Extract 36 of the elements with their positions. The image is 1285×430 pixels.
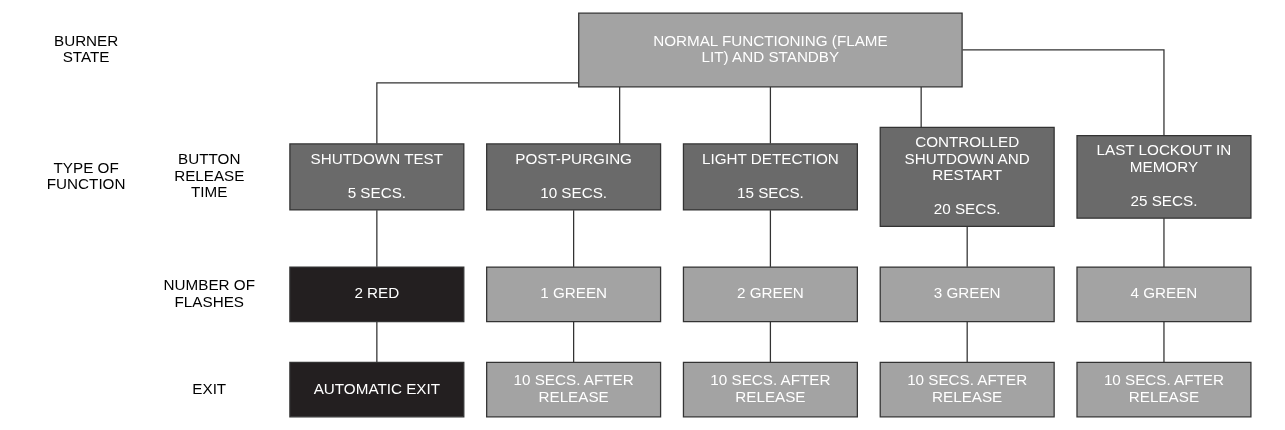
node-box: 3 GREEN — [879, 266, 1055, 323]
node-box: LAST LOCKOUT IN MEMORY 25 SECS. — [1076, 135, 1252, 219]
node-box: 4 GREEN — [1076, 266, 1252, 323]
node-box: POST-PURGING 10 SECS. — [486, 143, 662, 211]
connector — [376, 209, 378, 268]
node-box: 2 GREEN — [682, 266, 858, 323]
connector — [573, 209, 575, 268]
connector — [376, 321, 378, 363]
connector — [966, 226, 968, 268]
connector — [961, 49, 1165, 136]
connector — [769, 321, 772, 363]
node-box: CONTROLLED SHUTDOWN AND RESTART 20 SECS. — [879, 126, 1055, 228]
node-box: SHUTDOWN TEST 5 SECS. — [289, 143, 465, 211]
label: BURNER STATE — [54, 31, 119, 66]
label: TYPE OF FUNCTION — [46, 158, 126, 193]
node-box: 10 SECS. AFTER RELEASE — [879, 361, 1055, 418]
label: EXIT — [192, 379, 227, 397]
label: NUMBER OF FLASHES — [163, 276, 255, 310]
connector — [573, 321, 575, 363]
node-box: LIGHT DETECTION 15 SECS. — [682, 143, 858, 211]
node-box: 2 RED — [289, 266, 465, 323]
connector — [376, 82, 579, 145]
connector — [920, 86, 922, 128]
connector — [619, 86, 621, 145]
node-box: 10 SECS. AFTER RELEASE — [682, 361, 858, 418]
node-box: 10 SECS. AFTER RELEASE — [486, 361, 662, 418]
node-box: 10 SECS. AFTER RELEASE — [1076, 361, 1252, 418]
connector — [1163, 217, 1165, 268]
node-box: NORMAL FUNCTIONING (FLAME LIT) AND STANDBY — [578, 12, 963, 88]
label: BUTTON RELEASE TIME — [174, 150, 245, 201]
node-box: AUTOMATIC EXIT — [289, 361, 465, 418]
connector — [769, 86, 772, 145]
connector — [769, 209, 772, 268]
connector — [966, 321, 968, 363]
node-box: 1 GREEN — [486, 266, 662, 323]
connector — [1163, 321, 1165, 363]
